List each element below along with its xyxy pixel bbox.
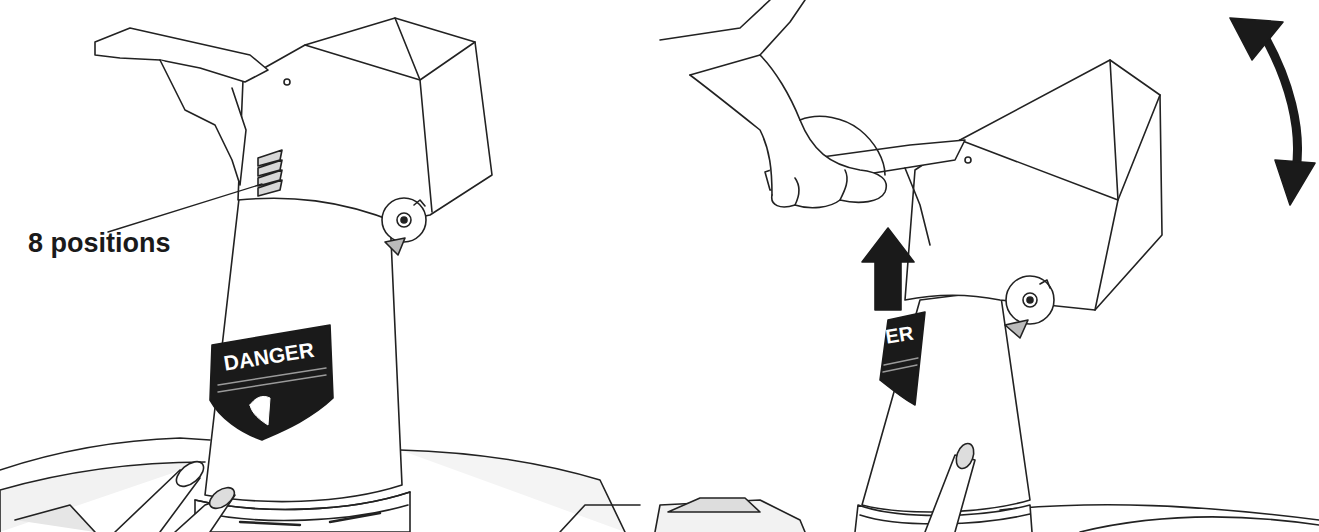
warning-decal-text: ER (884, 322, 915, 349)
callout-label: 8 positions (28, 228, 171, 259)
